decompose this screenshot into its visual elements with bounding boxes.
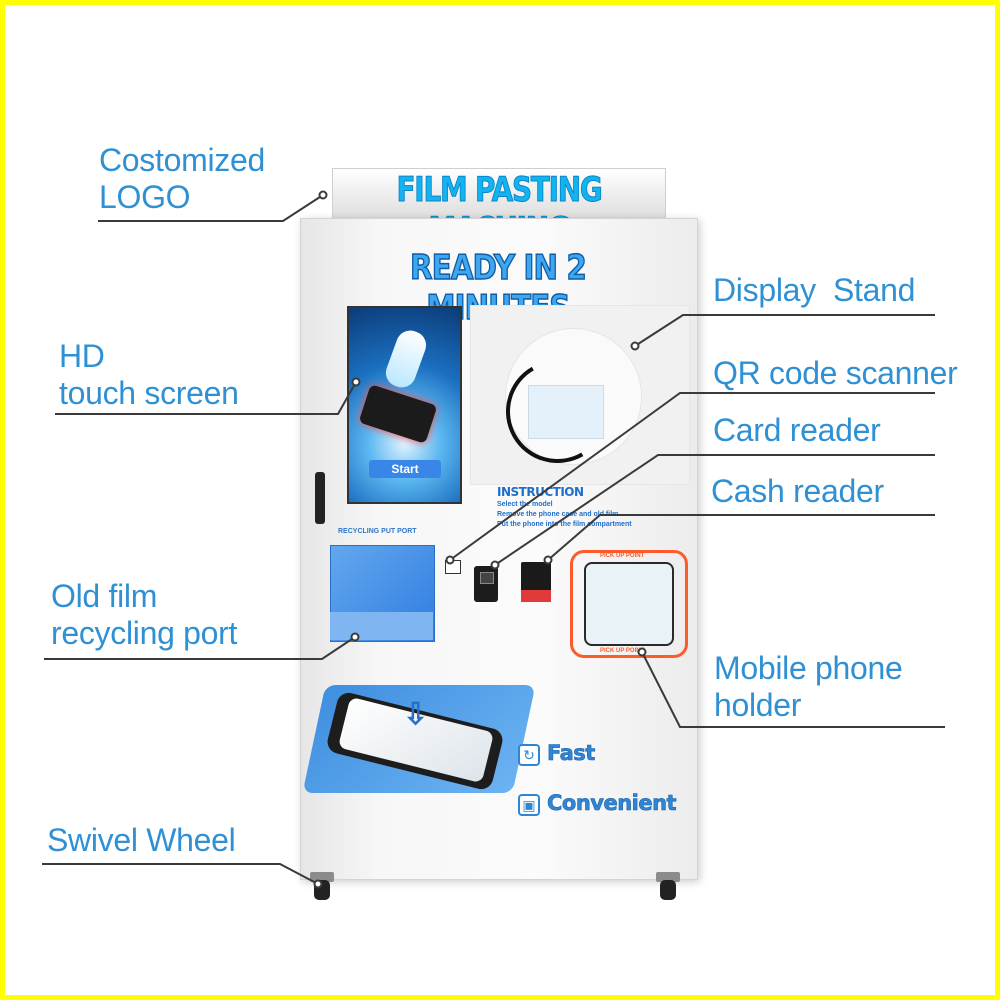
instruction-title: INSTRUCTION [497,485,584,499]
callout-hd-touch-screen: HD touch screen [59,338,239,412]
feature-fast: Fast [547,741,596,766]
instruction-step: Remove the phone case and old film [497,511,619,518]
arrow-down-icon: ⇩ [403,698,429,731]
callout-phone-holder: Mobile phone holder [714,650,903,724]
devices-icon: ▣ [518,794,540,816]
swivel-wheel-left [308,872,336,900]
film-capsule-graphic [381,326,431,392]
card-reader-window [480,572,494,584]
feature-convenient: Convenient [547,791,677,816]
callout-cash-reader: Cash reader [711,473,884,509]
callout-customized-logo: Costomized LOGO [99,142,265,216]
cash-reader-slot [521,590,551,602]
callout-display-stand: Display Stand [713,272,916,308]
recycling-port-tray [330,612,433,640]
mobile-phone-holder-tray [584,562,674,646]
clock-icon: ↻ [518,744,540,766]
instruction-step: Select the model [497,501,553,508]
pickup-label-bottom: PICK UP POINT [600,648,645,654]
logo-panel [332,168,666,221]
screen-start-button: Start [369,460,441,478]
phone-graphic [358,384,438,444]
callout-qr-scanner: QR code scanner [713,355,958,391]
swivel-wheel-right [654,872,682,900]
callout-old-film-port: Old film recycling port [51,578,238,652]
qr-code-scanner [445,560,461,574]
recycle-port-label: RECYCLING PUT PORT [338,528,417,535]
door-handle [315,472,325,524]
pickup-label-top: PICK UP POINT [600,553,645,559]
hd-touch-screen: Start [347,306,462,504]
instruction-step: Put the phone into the film compartment [497,521,632,528]
callout-swivel-wheel: Swivel Wheel [47,822,236,858]
callout-card-reader: Card reader [713,412,881,448]
